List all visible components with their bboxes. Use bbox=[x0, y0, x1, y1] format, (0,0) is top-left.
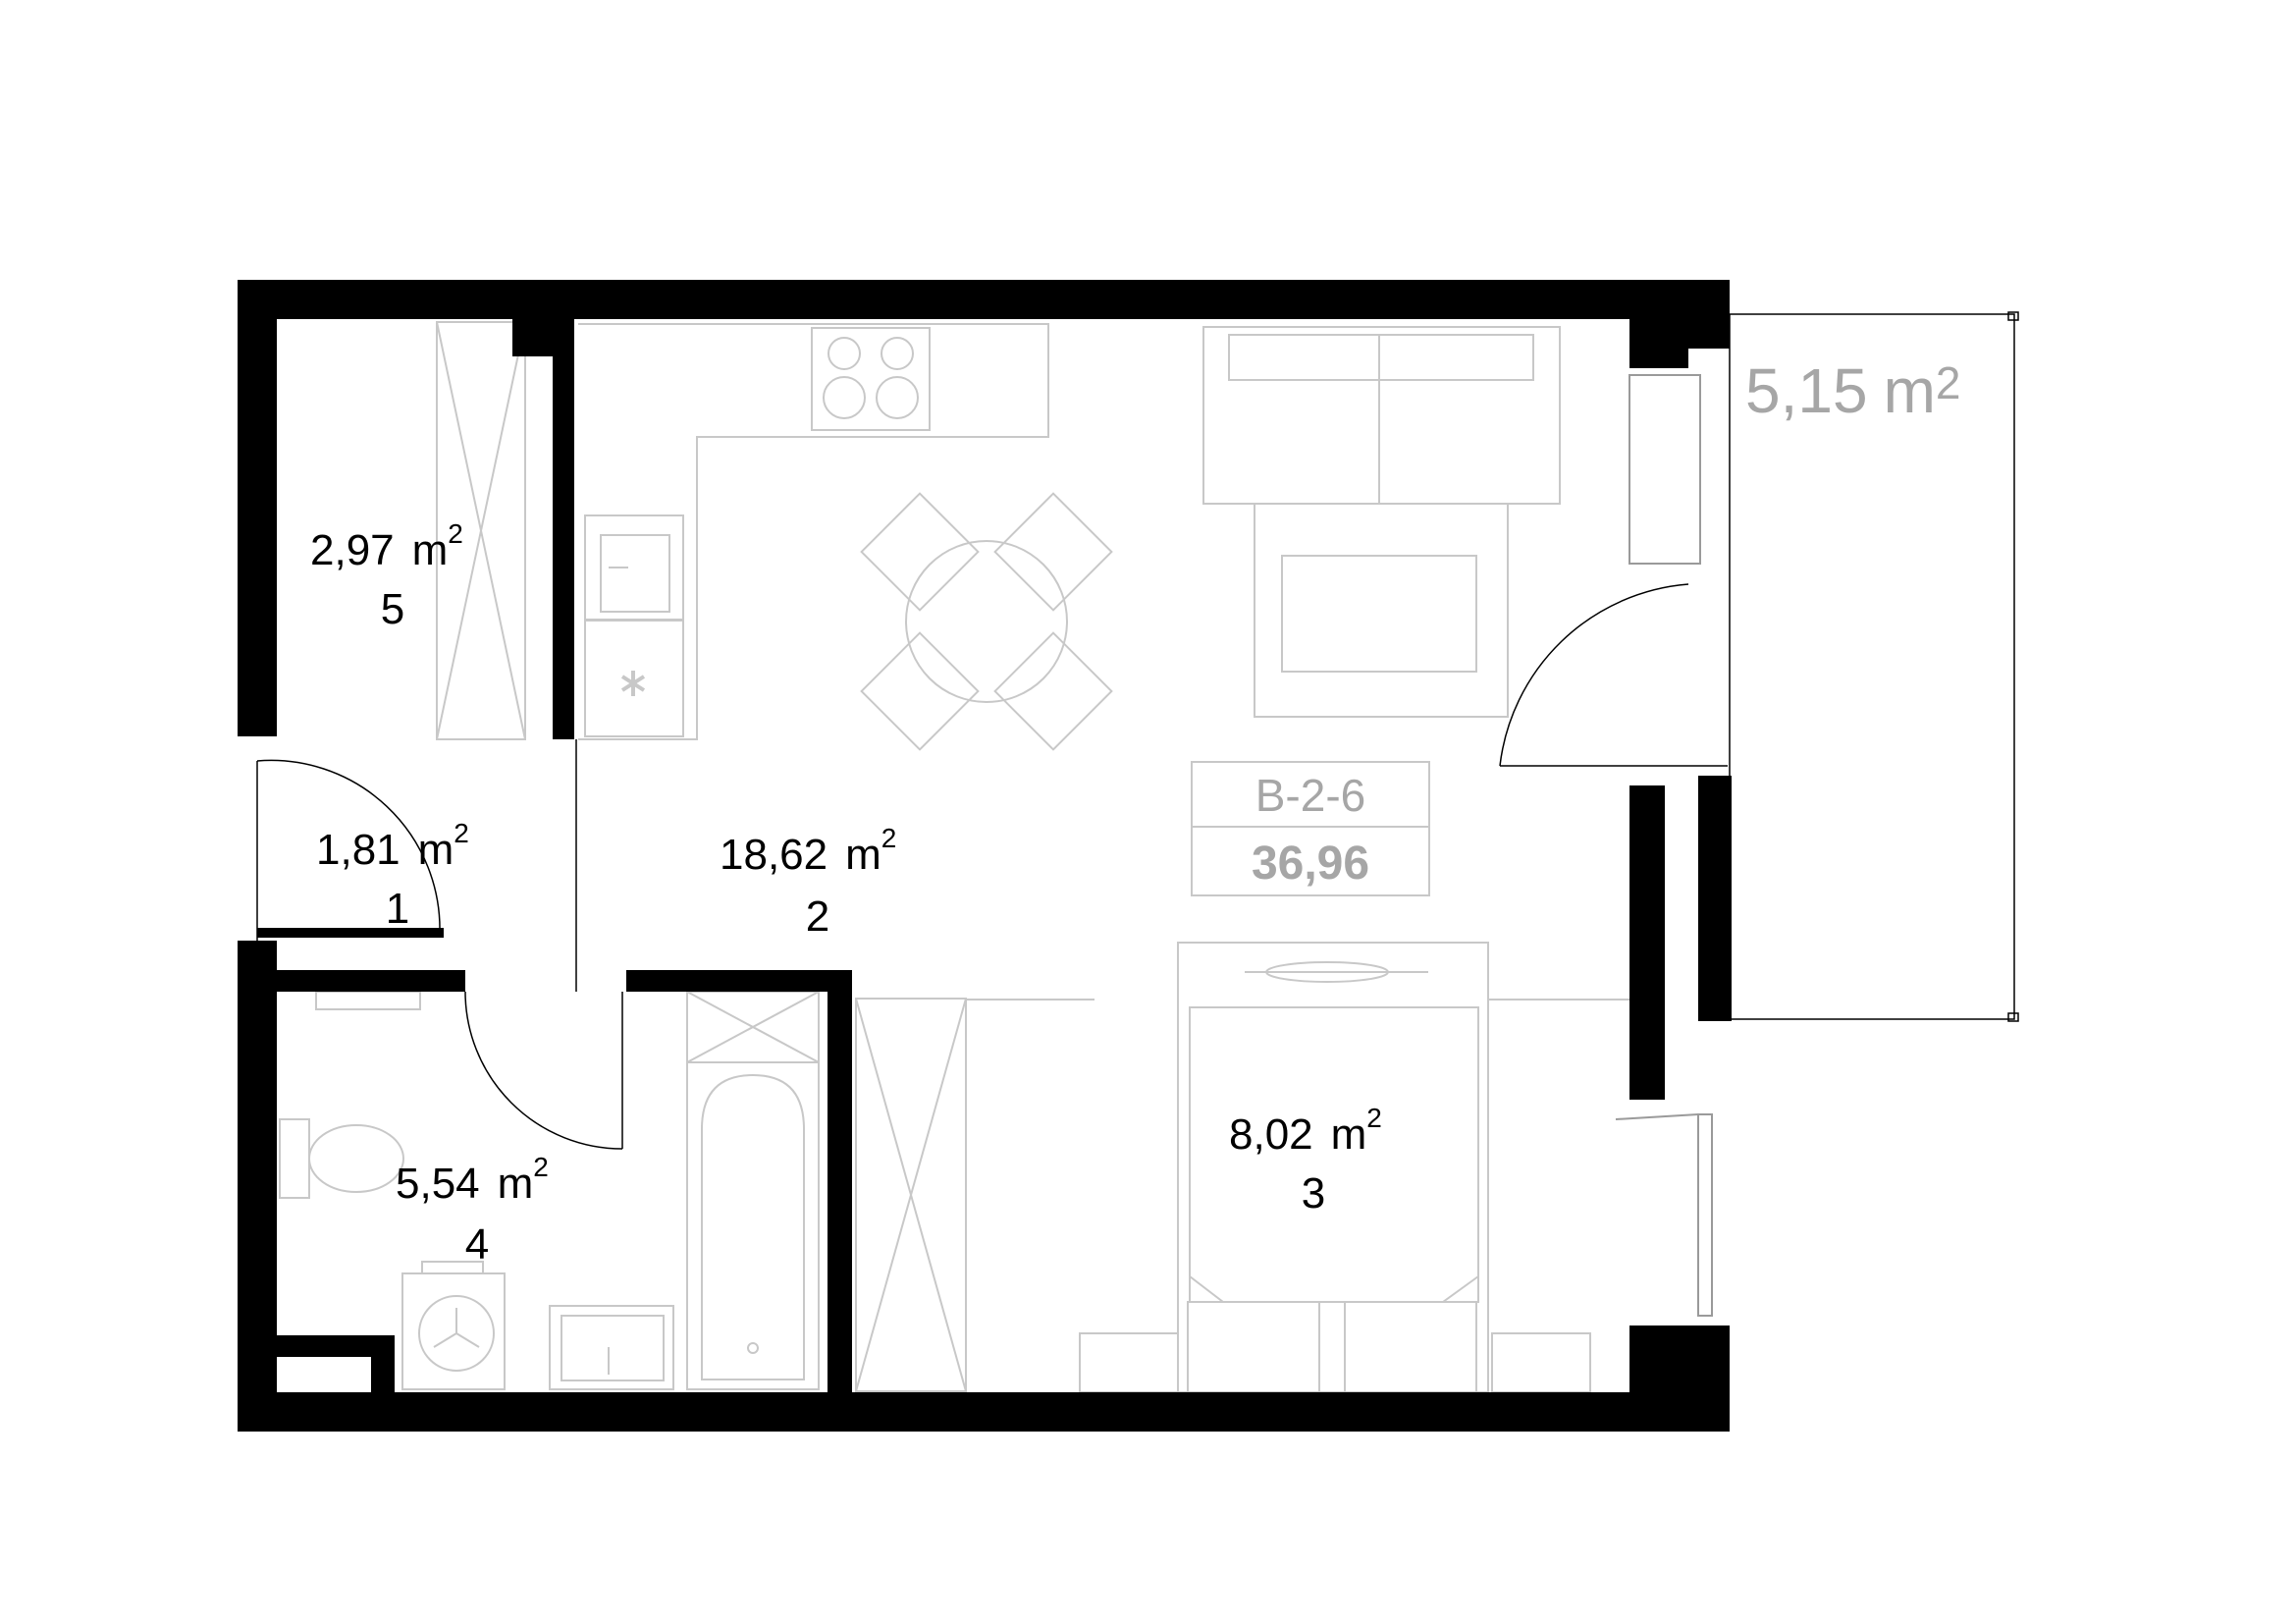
room-1-number: 1 bbox=[386, 885, 409, 933]
furniture-layer bbox=[279, 321, 1629, 1393]
room-3-number: 3 bbox=[1302, 1169, 1325, 1217]
room-4-number: 4 bbox=[465, 1220, 489, 1269]
asterisk-icon bbox=[620, 671, 646, 696]
sofa bbox=[1202, 326, 1561, 718]
windows-layer bbox=[1615, 374, 1713, 1317]
stove-burner-icon bbox=[828, 337, 861, 370]
bathroom-door bbox=[464, 991, 623, 1150]
stove-burner-icon bbox=[876, 376, 919, 419]
doors-layer bbox=[256, 583, 1728, 1150]
unit-total-area: 36,96 bbox=[1252, 838, 1369, 890]
bathtub-icon bbox=[686, 991, 820, 1390]
washing-machine-icon bbox=[401, 1261, 506, 1390]
balcony bbox=[1729, 311, 2019, 1022]
bed bbox=[1079, 942, 1591, 1393]
washbasin-icon bbox=[549, 1305, 674, 1390]
unit-code: B-2-6 bbox=[1255, 770, 1365, 821]
stove-burner-icon bbox=[823, 376, 866, 419]
room-5-number: 5 bbox=[381, 585, 404, 633]
stove-burner-icon bbox=[881, 337, 914, 370]
unit-badge: B-2-6 36,96 bbox=[1191, 761, 1430, 896]
wardrobe bbox=[855, 998, 967, 1392]
closet-shelf bbox=[436, 321, 526, 740]
toilet-icon bbox=[279, 1118, 404, 1199]
walls-layer bbox=[238, 280, 1732, 1432]
hall-door bbox=[256, 759, 441, 934]
kitchen-counter bbox=[578, 323, 1049, 740]
dining-table bbox=[860, 492, 1113, 751]
balcony-door bbox=[1499, 583, 1689, 767]
room-2-number: 2 bbox=[806, 893, 829, 941]
bathroom-fixtures bbox=[279, 991, 820, 1390]
